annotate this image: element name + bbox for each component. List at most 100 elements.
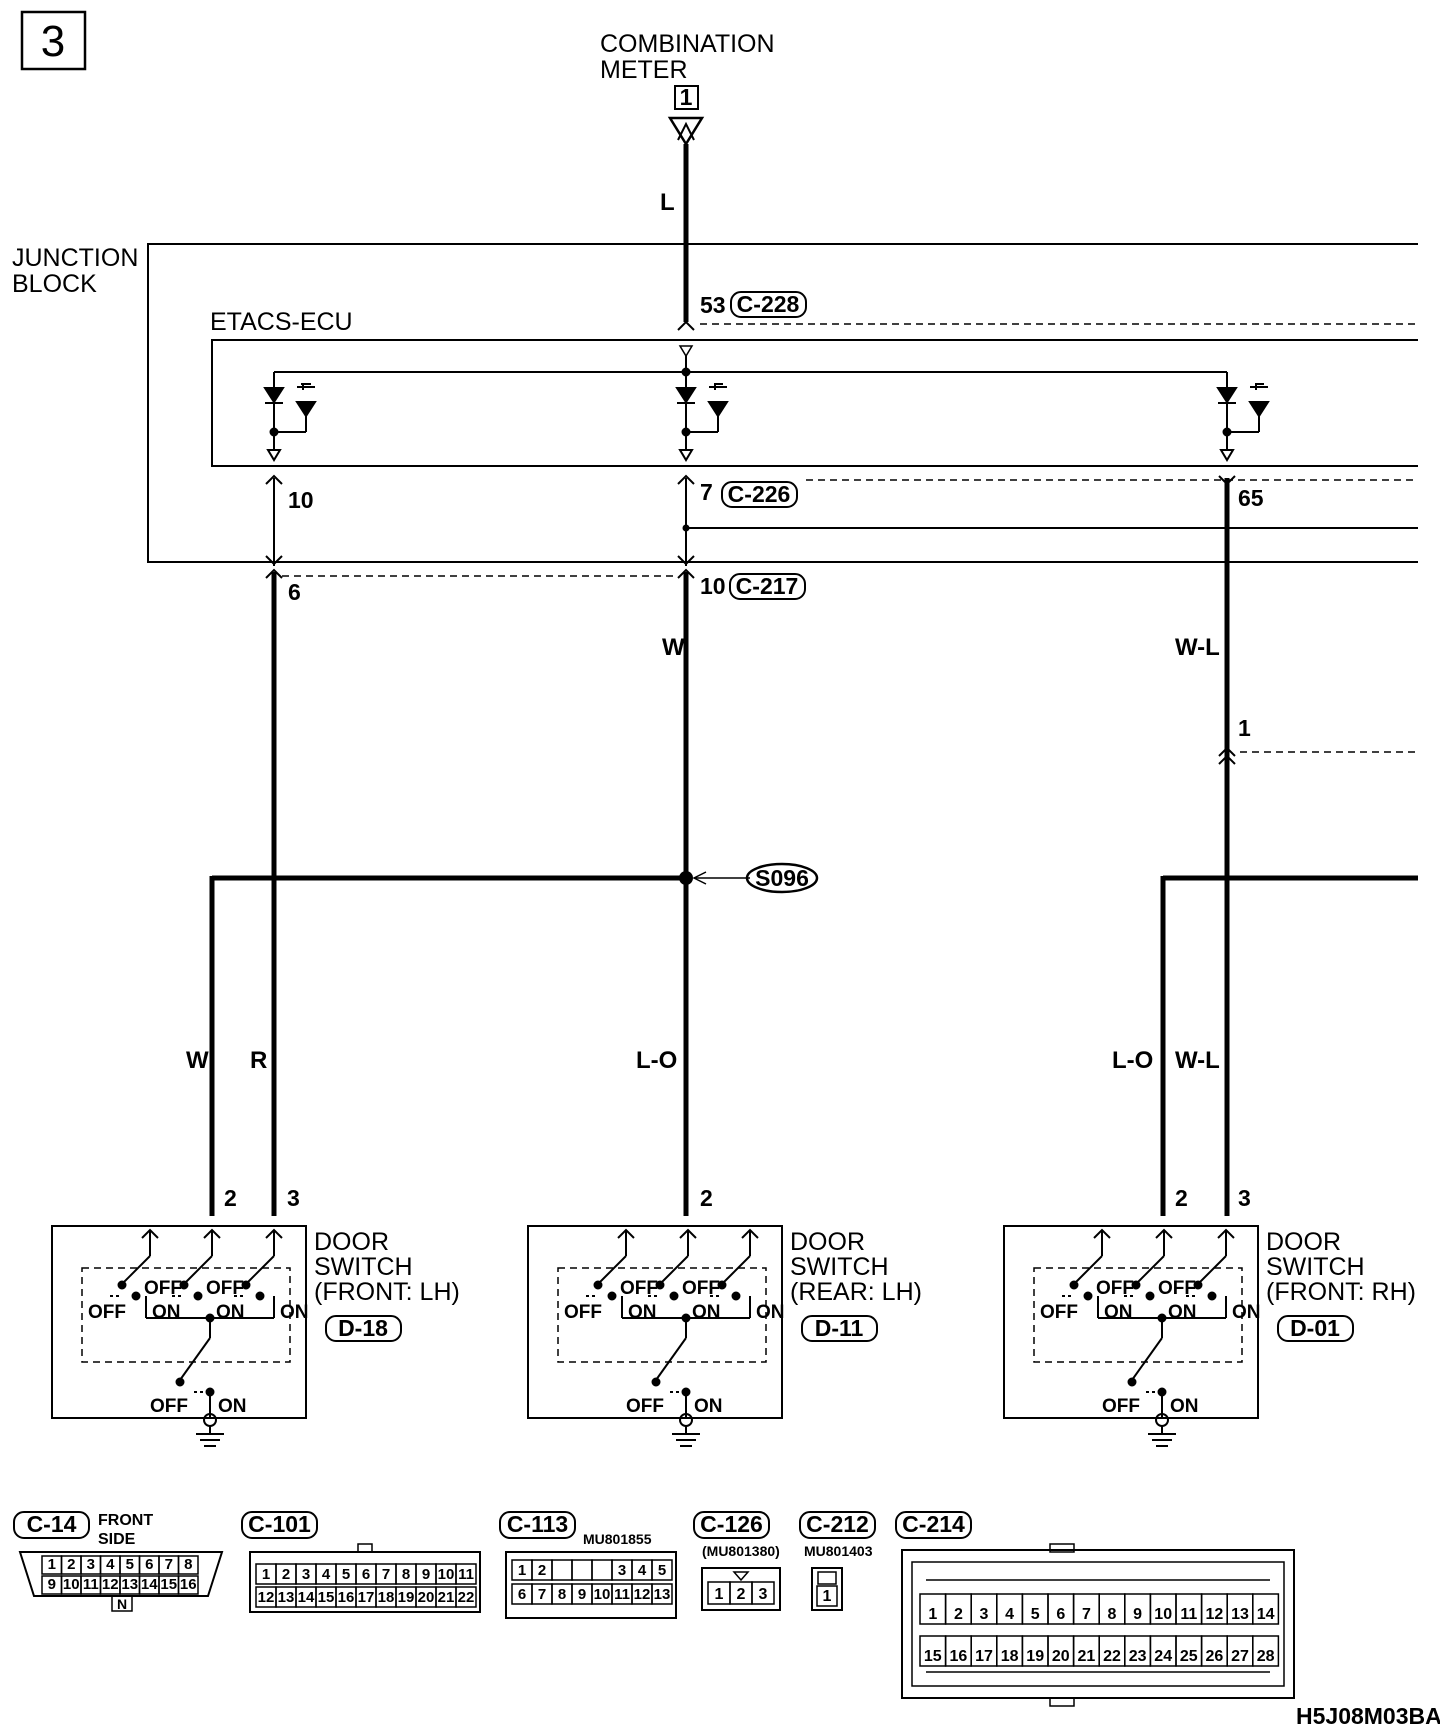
- connector-c214-r2-pin: 21: [1078, 1648, 1096, 1665]
- connector-c14-r2-pin: 16: [180, 1576, 197, 1593]
- connector-c113-r1-pin: 1: [518, 1562, 526, 1579]
- pin-lh-rear-2: 2: [700, 1185, 713, 1211]
- pin-lh-front-3: 3: [287, 1185, 300, 1211]
- switch-name-line-3: (REAR: LH): [790, 1278, 922, 1306]
- connector-c214-r2-pin: 16: [950, 1648, 968, 1665]
- connector-c14-r1-cell: [177, 1555, 199, 1575]
- connector-c14-r1-pin: 6: [145, 1556, 153, 1573]
- connector-c14-r2-pin: 14: [141, 1576, 158, 1593]
- connector-c101-r2-pin: 22: [458, 1589, 475, 1606]
- ecu-internal-circuit: [263, 356, 1270, 462]
- door-switch-0: [51, 1225, 307, 1447]
- diagram-id: H5J08M03BA: [1296, 1703, 1440, 1729]
- connector-c212-ref: C-212: [799, 1511, 876, 1539]
- pin-65: 65: [1238, 485, 1264, 511]
- connector-c14-r2-cell: [177, 1575, 199, 1595]
- junction-block-label-1: JUNCTION: [12, 244, 138, 272]
- wire-label-right-upper: W-L: [1175, 634, 1220, 661]
- connector-c113-r2-pin: 12: [634, 1586, 651, 1603]
- connector-c101-r2-pin: 15: [318, 1589, 335, 1606]
- svg-text:C-228: C-228: [737, 291, 800, 317]
- switch-label-on: ON: [692, 1302, 721, 1323]
- splice-label-s096: S096: [745, 862, 819, 894]
- connector-c214-shell: [901, 1549, 1295, 1699]
- connector-c14-r2-pin: 9: [48, 1576, 56, 1593]
- combination-meter-label-2: METER: [600, 56, 688, 84]
- wire-label-center-lower: L-O: [636, 1047, 677, 1074]
- connector-c214-ref-label: C-214: [902, 1511, 965, 1537]
- pin-6: 6: [288, 579, 301, 605]
- junction-block-outline: [147, 243, 1418, 563]
- connector-c126-ref: C-126: [693, 1511, 770, 1539]
- connector-c212-ref-label: C-212: [806, 1511, 869, 1537]
- connector-c214-ref: C-214: [895, 1511, 972, 1539]
- connector-c214-r1-cell: [1252, 1593, 1280, 1625]
- connector-c214-r2-pin: 18: [1001, 1648, 1019, 1665]
- meter-connector-number: 1: [680, 84, 693, 110]
- connector-c101-r1-pin: 9: [422, 1566, 430, 1583]
- pin-lh-front-2: 2: [224, 1185, 237, 1211]
- connector-c214-r2-pin: 26: [1206, 1648, 1224, 1665]
- switch-label-off: OFF: [1102, 1396, 1140, 1417]
- connector-c101-r2-pin: 21: [438, 1589, 455, 1606]
- connector-c214-r1-pin: 14: [1257, 1606, 1275, 1623]
- connector-c113-shell: [505, 1551, 677, 1619]
- connector-c113-r1-cell: [551, 1559, 573, 1581]
- connector-c214-r2-pin: 22: [1103, 1648, 1121, 1665]
- switch-label-off: OFF: [150, 1396, 188, 1417]
- connector-c126-shell: [701, 1567, 781, 1611]
- connector-c214-r2-cell: [1252, 1635, 1280, 1667]
- connector-c14-r1-pin: 2: [67, 1556, 75, 1573]
- door-switch-2: [1003, 1225, 1259, 1447]
- connector-c101-r2-pin: 13: [278, 1589, 295, 1606]
- splice-point: [679, 871, 693, 885]
- switch-name-line-1: DOOR: [790, 1228, 865, 1256]
- connector-c14-shell: [18, 1551, 224, 1597]
- door-switch-1: [527, 1225, 783, 1447]
- connector-c126-ref-label: C-126: [700, 1511, 763, 1537]
- connector-c214-r1-pin: 10: [1154, 1606, 1172, 1623]
- switch-label-off: OFF: [206, 1278, 244, 1299]
- switch-name-line-1: DOOR: [1266, 1228, 1341, 1256]
- connector-c101-r1-pin: 7: [382, 1566, 390, 1583]
- connector-c214-r1-pin: 1: [928, 1606, 937, 1623]
- switch-name-line-2: SWITCH: [314, 1253, 413, 1281]
- connector-c113-r2-pin: 6: [518, 1586, 526, 1603]
- connector-c101-ref: C-101: [241, 1511, 318, 1539]
- switch-label-off: OFF: [620, 1278, 658, 1299]
- switch-label-on: ON: [756, 1302, 785, 1323]
- connector-c113-r2-pin: 10: [594, 1586, 611, 1603]
- page-number-box: 3: [20, 10, 87, 71]
- connector-c101-r2-cell: [455, 1586, 477, 1608]
- connector-c113-r2-pin: 11: [614, 1586, 630, 1603]
- connector-c214-r1-pin: 4: [1005, 1606, 1014, 1623]
- connector-c126-r1-pin: 1: [715, 1586, 724, 1603]
- connector-c14-r2-pin: 15: [160, 1576, 177, 1593]
- connector-c14-r1-pin: 5: [126, 1556, 134, 1573]
- connector-c113-r1-cell: [591, 1559, 613, 1581]
- connector-c214-r1-pin: 5: [1031, 1606, 1040, 1623]
- switch-ref-1: D-11: [801, 1315, 878, 1342]
- connector-c214-r1-pin: 12: [1206, 1606, 1224, 1623]
- connector-c101-r2-pin: 20: [418, 1589, 435, 1606]
- connector-c113-part: MU801855: [583, 1531, 652, 1547]
- switch-label-on: ON: [280, 1302, 309, 1323]
- switch-ref-0: D-18: [325, 1315, 402, 1342]
- switch-label-on: ON: [152, 1302, 181, 1323]
- switch-label-on: ON: [694, 1396, 723, 1417]
- switch-ref-label: D-11: [815, 1315, 864, 1341]
- svg-text:C-217: C-217: [736, 573, 799, 599]
- switch-ref-2: D-01: [1277, 1315, 1354, 1342]
- wire-label-left-w: W: [186, 1047, 209, 1074]
- connector-c214-r2-pin: 23: [1129, 1648, 1147, 1665]
- connector-c14-ref: C-14: [13, 1511, 90, 1539]
- connector-c214-r1-pin: 2: [954, 1606, 963, 1623]
- connector-c101-r1-cell: [455, 1563, 477, 1585]
- connector-c14-note-2: SIDE: [98, 1531, 136, 1548]
- switch-label-on: ON: [1232, 1302, 1261, 1323]
- connector-c214-r2-pin: 25: [1180, 1648, 1198, 1665]
- connector-c101-ref-label: C-101: [248, 1511, 311, 1537]
- connector-c101-r1-pin: 5: [342, 1566, 350, 1583]
